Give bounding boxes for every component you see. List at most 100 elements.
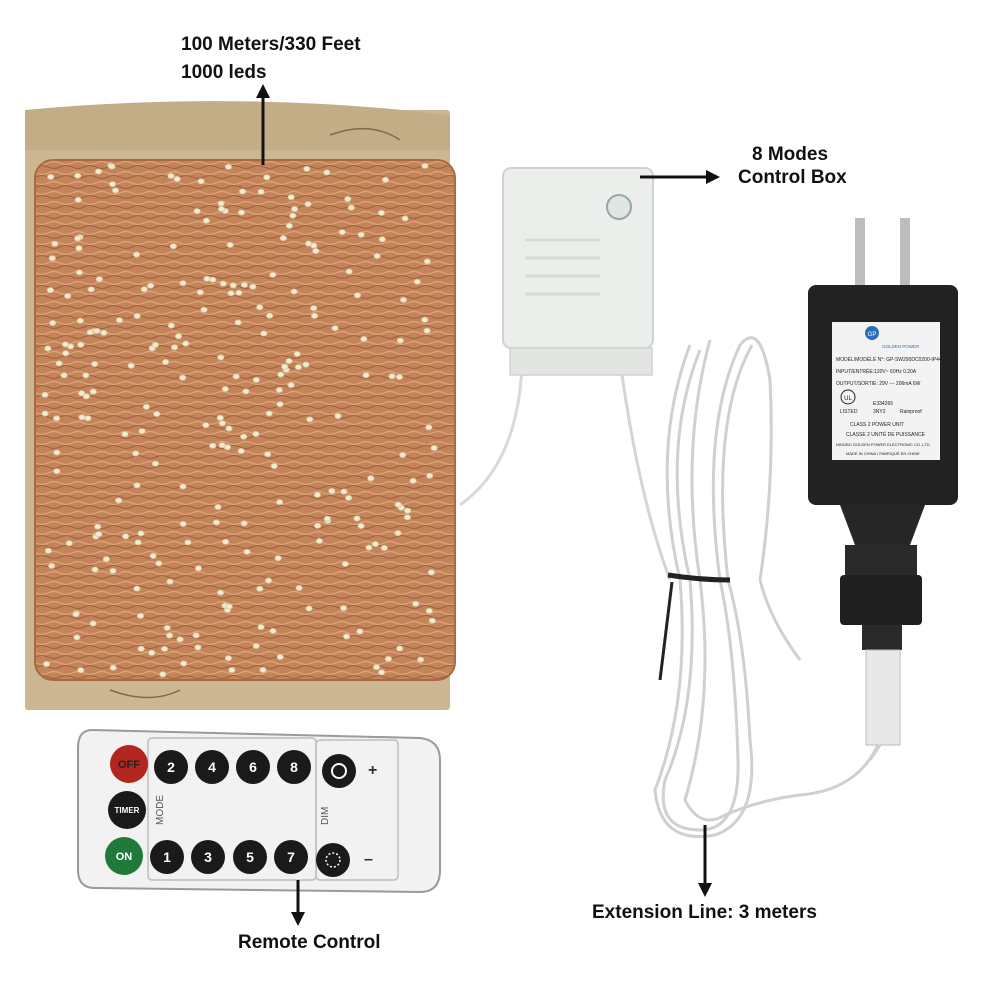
led-bulb	[312, 247, 320, 254]
led-bulb	[399, 296, 408, 303]
spool-length-label: 100 Meters/330 Feet	[181, 34, 361, 55]
brightness-up-button[interactable]	[322, 754, 356, 788]
led-bulb	[94, 523, 102, 530]
led-bulb	[53, 449, 61, 456]
led-bulb	[166, 632, 174, 639]
led-bulb	[93, 327, 101, 334]
mode-button-label: 8	[290, 759, 298, 775]
led-bulb	[136, 612, 145, 619]
led-bulb	[41, 410, 49, 417]
on-button[interactable]	[105, 837, 143, 875]
led-bulb	[176, 636, 184, 643]
plug-prong-left	[855, 218, 865, 288]
led-bulb	[342, 633, 351, 640]
led-bulb	[148, 649, 156, 656]
led-bulb	[403, 507, 412, 514]
led-bulb	[409, 477, 417, 484]
led-bulb	[347, 204, 355, 211]
led-bulb	[302, 361, 310, 368]
led-bulb	[340, 488, 348, 495]
led-bulb	[353, 515, 361, 522]
led-bulb	[100, 329, 108, 336]
led-bulb	[279, 235, 287, 242]
led-bulb	[305, 605, 313, 612]
led-bulb	[147, 282, 155, 289]
led-bulb	[276, 654, 284, 661]
led-bulb	[227, 290, 235, 297]
led-bulb	[221, 385, 229, 392]
led-bulb	[430, 444, 438, 451]
led-bulb	[149, 553, 157, 560]
arrow-right-icon	[706, 170, 720, 184]
led-bulb	[209, 442, 217, 449]
led-bulb	[265, 410, 273, 417]
led-bulb	[44, 345, 52, 352]
led-bulb	[155, 560, 163, 567]
led-bulb	[44, 547, 53, 554]
led-bulb	[373, 252, 381, 259]
led-bulb	[344, 494, 353, 501]
led-bulb	[239, 188, 247, 195]
led-bulb	[122, 533, 130, 540]
mode-button-7[interactable]	[274, 840, 308, 874]
led-bulb	[249, 283, 257, 290]
led-bulb	[293, 350, 301, 357]
mode-button-8[interactable]	[277, 750, 311, 784]
led-bulb	[48, 255, 56, 262]
led-bulb	[160, 645, 169, 652]
led-bulb	[353, 292, 362, 299]
led-bulb	[47, 173, 55, 180]
mode-button-4[interactable]	[195, 750, 229, 784]
led-bulb	[73, 634, 81, 641]
led-bulb	[303, 165, 311, 172]
led-bulb	[281, 363, 289, 370]
mode-button-1[interactable]	[150, 840, 184, 874]
mode-button-3[interactable]	[191, 840, 225, 874]
led-bulb	[243, 548, 251, 555]
led-bulb	[294, 364, 302, 371]
mode-button-2[interactable]	[154, 750, 188, 784]
led-bulb	[306, 416, 314, 423]
led-bulb	[403, 514, 411, 521]
mode-button-5[interactable]	[233, 840, 267, 874]
led-bulb	[77, 341, 85, 348]
control-box-label-1: 8 Modes	[752, 144, 829, 165]
led-bulb	[275, 386, 283, 393]
led-bulb	[371, 541, 379, 548]
remote-label: Remote Control	[238, 932, 381, 953]
adapter-output: OUTPUT/SORTIE: 29V --- 206mA 6W	[836, 381, 921, 387]
timer-button[interactable]	[108, 791, 146, 829]
led-bulb	[225, 603, 233, 610]
led-bulb	[134, 539, 142, 546]
adapter-code: 3NY2	[873, 409, 886, 415]
led-bulb	[95, 531, 103, 538]
brightness-down-button[interactable]	[316, 843, 350, 877]
off-button[interactable]	[110, 745, 148, 783]
led-bulb	[84, 415, 92, 422]
led-bulb	[399, 451, 407, 458]
led-bulb	[222, 538, 230, 545]
mode-button-label: 6	[249, 759, 257, 775]
led-bulb	[252, 376, 260, 383]
led-bulb	[48, 562, 56, 569]
led-bulb	[200, 306, 208, 313]
led-bulb	[290, 205, 299, 212]
led-bulb	[225, 425, 233, 432]
led-bulb	[202, 422, 210, 429]
led-bulb	[87, 286, 95, 293]
mode-button-6[interactable]	[236, 750, 270, 784]
spool-to-box-wire	[459, 369, 524, 507]
led-bulb	[51, 240, 59, 247]
led-bulb	[218, 442, 226, 449]
control-box	[502, 167, 654, 376]
led-bulb	[265, 312, 274, 319]
led-bulb	[138, 428, 146, 435]
led-bulb	[256, 585, 264, 592]
led-bulb	[74, 235, 82, 242]
adapter-model: MODEL/MODÈLE N°: GP-SW290DC0200-IP44(US)…	[836, 356, 957, 363]
led-bulb	[76, 317, 84, 324]
led-bulb	[427, 569, 435, 576]
led-bulb	[202, 217, 210, 224]
led-bulb	[287, 194, 295, 201]
